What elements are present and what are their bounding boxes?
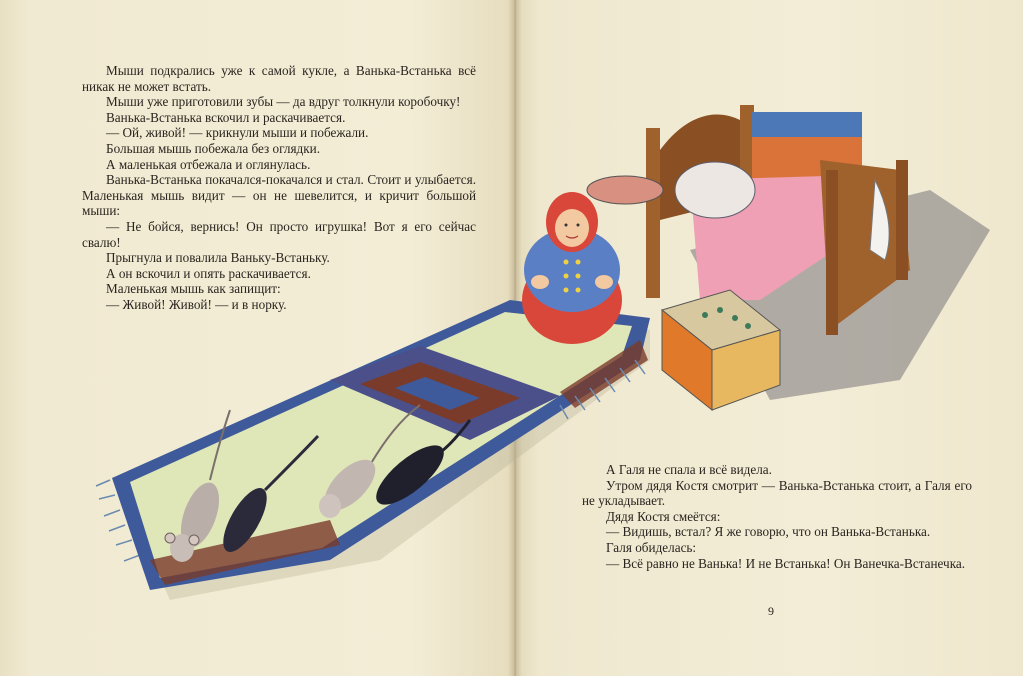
paragraph: Дядя Костя смеётся: <box>606 508 721 524</box>
mouse-shadow-tail <box>429 419 472 462</box>
paragraph: А он вскочил и опять раскачивается. <box>106 265 311 281</box>
bed-footboard <box>820 160 910 330</box>
paragraph: А маленькая отбежала и оглянулась. <box>106 156 311 172</box>
doll-mouth <box>565 235 579 239</box>
bed-post <box>896 160 908 280</box>
box-dots <box>702 307 751 329</box>
mouse-shadow <box>223 488 267 552</box>
rug-fringe-right <box>559 359 646 420</box>
saucer <box>586 175 664 205</box>
doll-eye <box>576 223 580 227</box>
rug-fringe-left <box>95 479 141 562</box>
mouse-shadow-tail <box>263 434 320 492</box>
paragraph: Мыши уже приготовили зубы — да вдруг тол… <box>106 94 461 110</box>
paragraph: — Ой, живой! — крикнули мыши и побежали. <box>106 125 369 141</box>
paragraph: — Всё равно не Ванька! И не Встанька! Он… <box>606 555 966 571</box>
paragraph: Маленькая мышь как запищит: <box>106 281 281 297</box>
rug-border-pattern <box>150 520 340 585</box>
mouse-tail <box>369 404 421 466</box>
paragraph: Ванька-Встанька вскочил и раскачивается. <box>106 109 346 125</box>
mouse-shadow <box>376 445 444 505</box>
mouse-small-head <box>170 534 194 562</box>
paragraph: — Живой! Живой! — и в норку. <box>106 296 287 312</box>
rug-border-pattern <box>560 340 648 408</box>
paragraph: Ванька-Встанька покачался-покачался и ст… <box>82 172 476 219</box>
bed-post <box>646 128 660 298</box>
mouse-small <box>180 482 220 548</box>
paragraph: А Галя не спала и всё видела. <box>606 462 772 477</box>
bed-cloth <box>869 178 890 261</box>
doll-hand <box>595 275 613 289</box>
paragraph: — Не бойся, вернись! Он просто игрушка! … <box>82 218 476 250</box>
doll-face <box>555 209 589 247</box>
left-page-text: Мыши подкрались уже к самой кукле, а Ван… <box>82 63 476 313</box>
paragraph: Утром дядя Костя смотрит — Ванька-Встань… <box>582 477 972 509</box>
doll-hand <box>531 275 549 289</box>
bed-pillow <box>674 161 756 219</box>
page-number: 9 <box>768 604 774 618</box>
paragraph: Мыши подкрались уже к самой кукле, а Ван… <box>82 63 476 94</box>
toy-box <box>660 289 782 412</box>
paragraph: Галя обиделась: <box>606 539 697 555</box>
doll-eye <box>564 223 568 227</box>
bed-post <box>826 170 838 335</box>
doll-buttons <box>563 259 581 293</box>
paragraph: Большая мышь побежала без оглядки. <box>106 140 320 156</box>
bed <box>646 105 910 335</box>
mouse-tail <box>209 409 231 481</box>
paragraph: Прыгнула и повалила Ваньку-Встаньку. <box>106 250 330 266</box>
mouse-big-head <box>319 494 341 518</box>
box-front <box>711 329 781 411</box>
bed-picture-sky <box>752 112 862 137</box>
right-page-text: А Галя не спала и всё видела. Утром дядя… <box>582 462 972 571</box>
paragraph: — Видишь, встал? Я же говорю, что он Ван… <box>606 524 931 540</box>
doll-body <box>524 228 620 312</box>
mouse-ear <box>188 534 200 546</box>
roly-poly-doll <box>522 192 622 344</box>
mouse-ear <box>164 532 176 544</box>
rug-pattern-core <box>395 377 480 410</box>
